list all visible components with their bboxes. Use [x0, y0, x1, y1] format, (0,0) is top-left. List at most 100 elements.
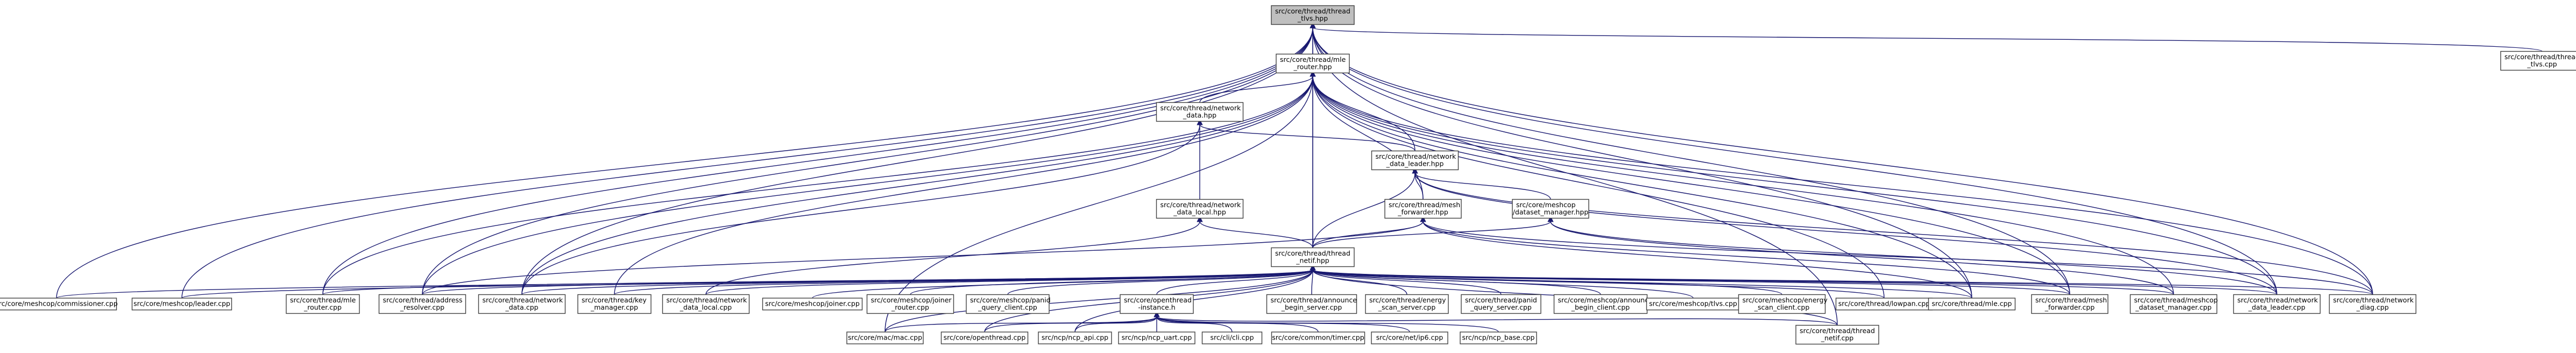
- node-label: src/core/meshcop/leader.cpp: [133, 300, 230, 308]
- graph-node[interactable]: src/core/thread/network_data_local.cpp: [662, 294, 750, 314]
- graph-node[interactable]: src/core/thread/panid_query_server.cpp: [1461, 294, 1541, 314]
- node-box: [1271, 247, 1355, 267]
- graph-node[interactable]: src/core/meshcop/commissioner.cpp: [0, 298, 118, 310]
- node-label: _data_leader.hpp: [1386, 160, 1444, 168]
- node-box: [1371, 331, 1448, 344]
- graph-node[interactable]: src/core/thread/network_data.hpp: [1156, 102, 1244, 122]
- node-label: src/ncp/ncp_uart.cpp: [1122, 334, 1192, 342]
- graph-node[interactable]: src/core/thread/lowpan.cpp: [1835, 298, 1933, 310]
- graph-node[interactable]: src/core/thread/network_data.cpp: [478, 294, 566, 314]
- graph-node[interactable]: src/core/meshcop/energy_scan_client.cpp: [1738, 294, 1828, 314]
- node-label: src/core/thread/lowpan.cpp: [1838, 300, 1930, 308]
- graph-node[interactable]: src/core/meshcop/joiner.cpp: [762, 298, 863, 310]
- dependency-edge: [1412, 167, 1424, 200]
- node-box: [1271, 5, 1355, 25]
- dependency-edge: [1310, 70, 2070, 295]
- graph-node[interactable]: src/core/thread/meshcop_dataset_manager.…: [2129, 294, 2218, 314]
- graph-node[interactable]: src/core/thread/mle_router.hpp: [1276, 53, 1350, 74]
- node-label: src/core/thread/network: [667, 296, 747, 304]
- dependency-edge: [1420, 216, 1972, 299]
- node-label: src/core/thread/thread: [1800, 327, 1875, 335]
- graph-node[interactable]: src/ncp/ncp_uart.cpp: [1118, 331, 1195, 344]
- graph-node[interactable]: src/core/meshcop/panid_query_client.cpp: [966, 294, 1051, 314]
- graph-node[interactable]: src/core/thread/thread_netif.cpp: [1795, 324, 1879, 345]
- graph-node[interactable]: src/core/meshcop/dataset_manager.hpp: [1512, 199, 1589, 219]
- graph-node[interactable]: src/core/thread/network_data_local.hpp: [1156, 199, 1244, 219]
- graph-node[interactable]: src/core/thread/thread_tlvs.hpp: [1271, 5, 1355, 25]
- graph-node[interactable]: src/core/thread/announce_begin_server.cp…: [1266, 294, 1357, 314]
- dependency-edge: [521, 119, 1203, 295]
- graph-node[interactable]: src/core/openthread-instance.h: [1120, 294, 1194, 314]
- graph-node[interactable]: src/core/thread/key_manager.cpp: [577, 294, 652, 314]
- graph-node[interactable]: src/core/net/ip6.cpp: [1371, 331, 1448, 344]
- graph-node[interactable]: src/core/thread/mesh_forwarder.cpp: [2031, 294, 2108, 314]
- graph-node[interactable]: src/core/thread/mle_router.cpp: [286, 294, 360, 314]
- graph-node[interactable]: src/ncp/ncp_base.cpp: [1460, 331, 1537, 344]
- dependency-edge: [1310, 70, 2373, 295]
- graph-node[interactable]: src/core/meshcop/joiner_router.cpp: [866, 294, 954, 314]
- node-label: src/core/thread/mesh: [1389, 201, 1460, 209]
- dependency-edge: [422, 216, 1426, 295]
- node-box: [1512, 199, 1589, 219]
- dependency-edge: [1310, 70, 1885, 299]
- graph-node[interactable]: src/core/thread/thread_tlvs.cpp: [2500, 51, 2576, 71]
- node-label: src/ncp/ncp_base.cpp: [1462, 334, 1535, 342]
- dependency-edge: [1310, 264, 1972, 299]
- dependency-edge: [1197, 216, 1313, 248]
- graph-node[interactable]: src/core/common/timer.cpp: [1271, 331, 1365, 344]
- node-label: _router.cpp: [891, 303, 929, 312]
- node-box: [1365, 294, 1449, 314]
- graph-node[interactable]: src/core/thread/mle.cpp: [1928, 298, 2016, 310]
- node-label: src/core/meshcop/joiner.cpp: [765, 300, 860, 308]
- node-box: [2329, 294, 2417, 314]
- node-label: _query_client.cpp: [978, 303, 1037, 312]
- graph-node[interactable]: src/core/thread/mesh_forwarder.hpp: [1384, 199, 1462, 219]
- node-box: [662, 294, 750, 314]
- edges-layer: [56, 22, 2543, 333]
- graph-node[interactable]: src/core/thread/thread_netif.hpp: [1271, 247, 1355, 267]
- dependency-edge: [1310, 264, 1782, 295]
- dependency-edge: [1547, 216, 2174, 295]
- graph-node[interactable]: src/core/thread/network_diag.cpp: [2329, 294, 2417, 314]
- node-label: _netif.cpp: [1821, 334, 1854, 342]
- node-label: src/core/meshcop/energy: [1743, 296, 1828, 304]
- dependency-edge: [1310, 264, 1407, 295]
- dependency-edge: [1310, 264, 2373, 295]
- dependency-edge: [521, 264, 1316, 295]
- dependency-edge: [1153, 311, 1838, 326]
- node-label: src/core/openthread: [1124, 296, 1192, 304]
- graph-node[interactable]: src/core/meshcop/announce_begin_client.c…: [1553, 294, 1653, 314]
- node-label: src/core/thread/key: [582, 296, 647, 304]
- graph-node[interactable]: src/core/meshcop/tlvs.cpp: [1646, 298, 1740, 310]
- node-label: src/core/openthread.cpp: [944, 334, 1026, 342]
- dependency-edge: [884, 311, 1160, 333]
- graph-node[interactable]: src/core/mac/mac.cpp: [846, 331, 924, 344]
- graph-node[interactable]: src/core/openthread.cpp: [940, 331, 1029, 344]
- graph-node[interactable]: src/cli/cli.cpp: [1201, 331, 1263, 344]
- graph-node[interactable]: src/core/thread/network_data_leader.cpp: [2233, 294, 2321, 314]
- node-box: [1553, 294, 1648, 314]
- node-label: _resolver.cpp: [400, 303, 444, 312]
- node-label: src/core/net/ip6.cpp: [1376, 334, 1443, 342]
- graph-node[interactable]: src/core/meshcop/leader.cpp: [131, 298, 232, 310]
- node-box: [1156, 199, 1244, 219]
- dependency-edge: [1310, 22, 2373, 295]
- node-box: [1038, 331, 1112, 344]
- node-label: _data.hpp: [1183, 111, 1216, 119]
- node-box: [1384, 199, 1462, 219]
- node-box: [1271, 331, 1365, 344]
- dependency-edge: [705, 264, 1316, 295]
- node-label: src/core/thread/announce: [1271, 296, 1357, 304]
- dependency-edge: [1153, 311, 1499, 333]
- graph-node[interactable]: src/core/thread/energy_scan_server.cpp: [1365, 294, 1449, 314]
- dependency-edge: [1007, 264, 1316, 295]
- graph-node[interactable]: src/core/thread/network_data_leader.hpp: [1371, 150, 1459, 171]
- node-box: [1156, 102, 1244, 122]
- node-box: [286, 294, 360, 314]
- graph-node[interactable]: src/core/thread/address_resolver.cpp: [378, 294, 466, 314]
- dependency-edge: [1074, 311, 1160, 333]
- node-box: [762, 298, 863, 310]
- dependency-edge: [1412, 167, 2277, 295]
- graph-node[interactable]: src/ncp/ncp_api.cpp: [1038, 331, 1112, 344]
